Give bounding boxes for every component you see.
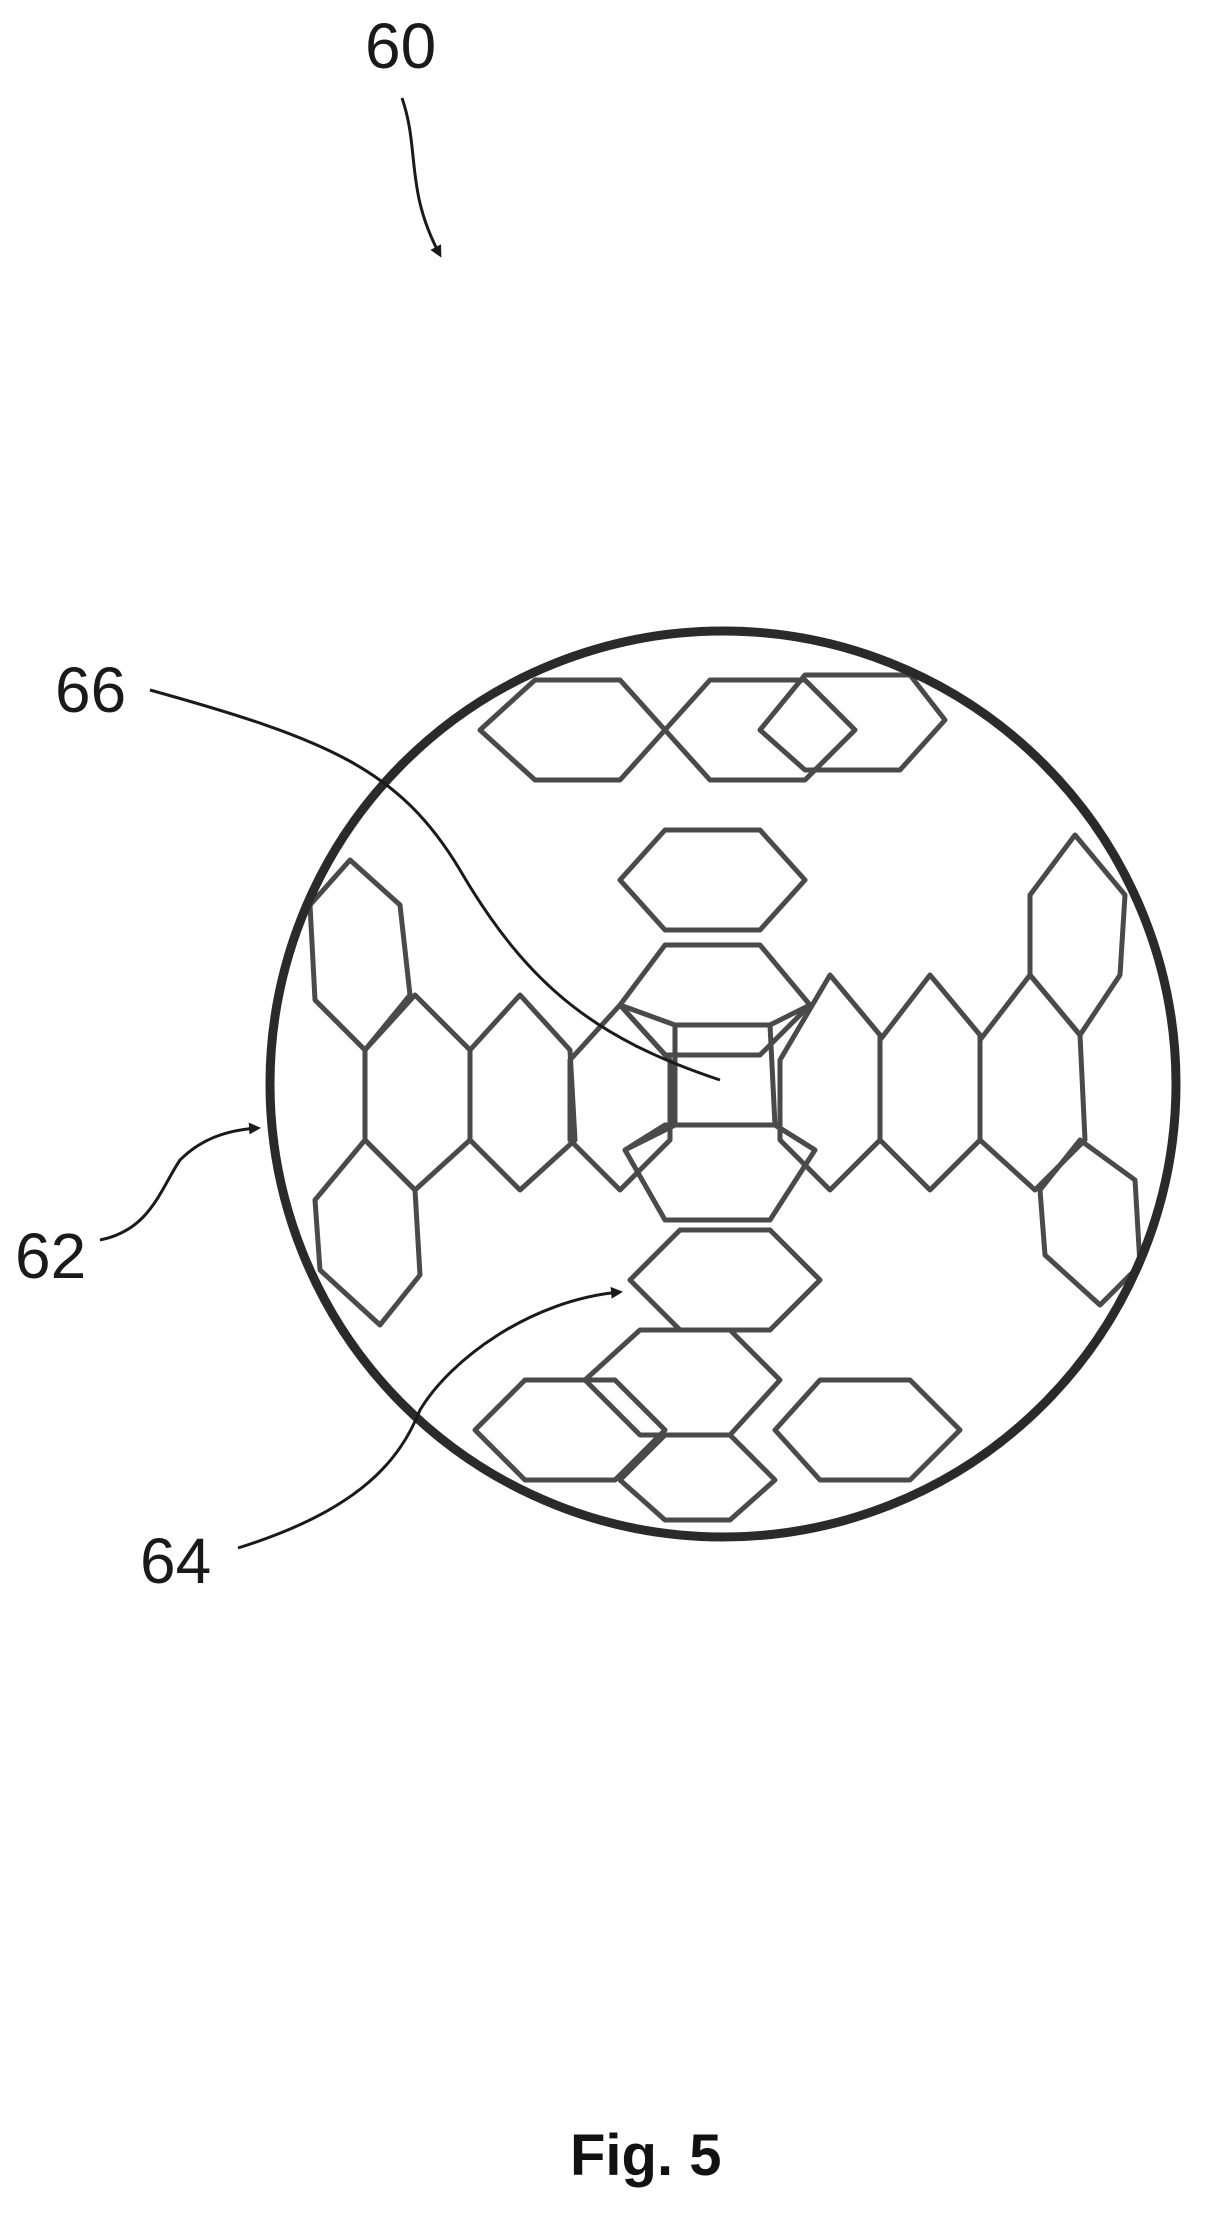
label-62: 62: [15, 1220, 86, 1292]
hexagon-cell: [620, 1435, 775, 1520]
hexagon-cell: [570, 1005, 670, 1190]
central-cell: [675, 1025, 775, 1125]
hexagon-cell: [620, 830, 805, 930]
hexagon-cell: [365, 995, 470, 1190]
hexagon-cell: [470, 995, 575, 1190]
label-60: 60: [365, 10, 436, 82]
hexagon-cell: [780, 975, 880, 1190]
label-64: 64: [140, 1525, 211, 1597]
hexagon-cell: [625, 1125, 815, 1220]
honeycomb-mesh: [310, 675, 1140, 1520]
hexagon-cell: [1040, 1140, 1140, 1305]
hexagon-cell: [880, 975, 980, 1190]
hexagon-cell: [630, 1230, 820, 1330]
hexagon-cell: [980, 975, 1085, 1190]
hexagon-cell: [315, 1140, 420, 1325]
label-66: 66: [55, 654, 126, 726]
figure-caption: Fig. 5: [570, 2123, 721, 2188]
hexagon-cell: [480, 680, 665, 780]
hexagon-cell: [760, 675, 945, 770]
arrow-62: [100, 1128, 258, 1240]
arrow-60: [402, 98, 440, 255]
hexagon-cell: [1030, 835, 1125, 1035]
hexagon-cell: [775, 1380, 960, 1480]
outer-ring: [270, 631, 1176, 1537]
hexagon-cell: [310, 860, 410, 1050]
